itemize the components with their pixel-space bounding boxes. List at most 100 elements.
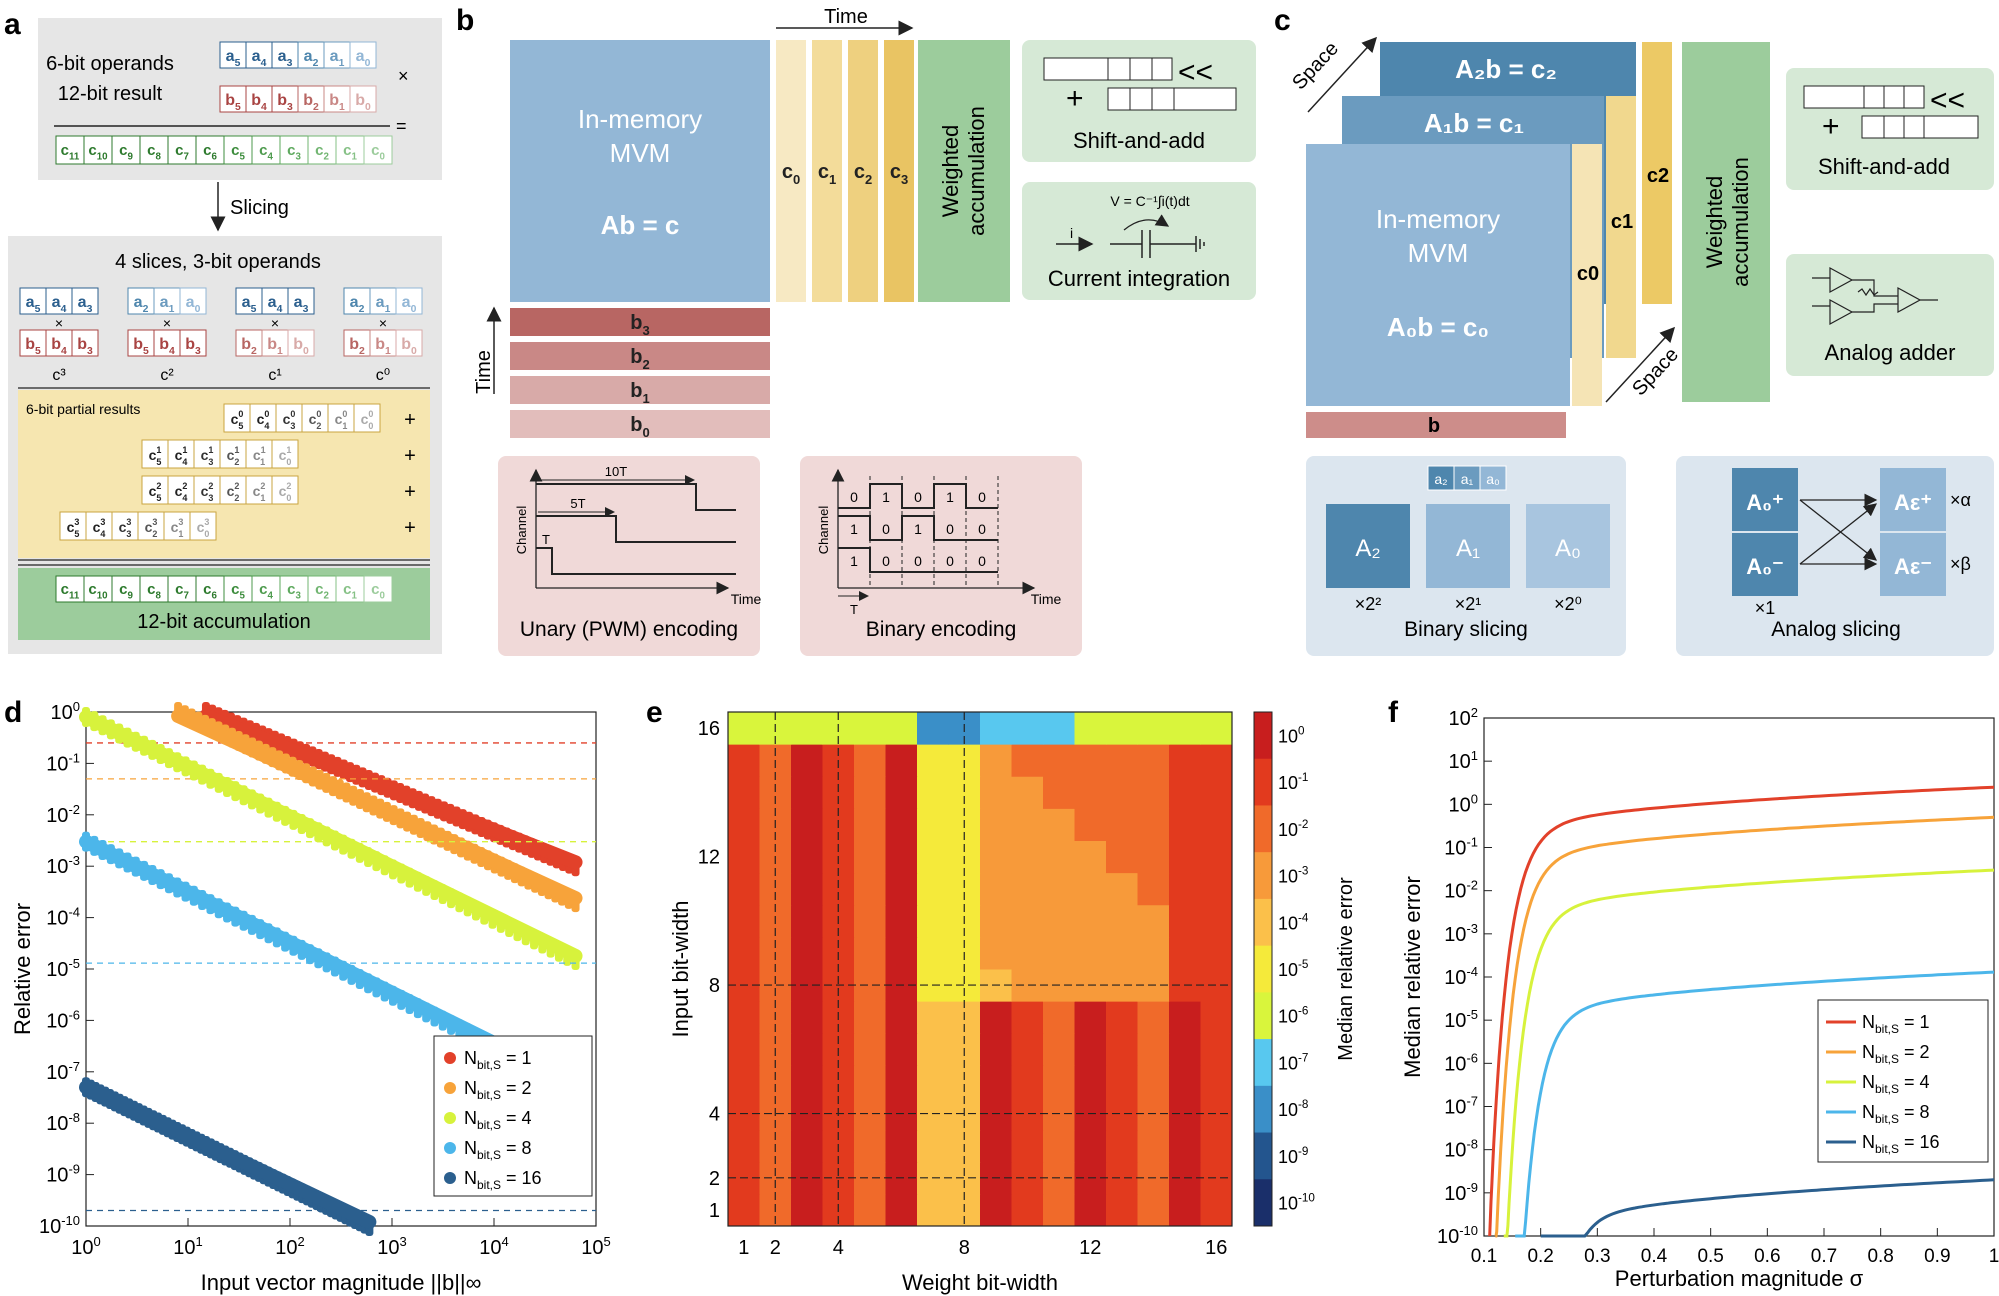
partial-title: 6-bit partial results bbox=[26, 401, 140, 417]
colorbar-segment bbox=[1254, 758, 1272, 806]
heatmap-cell bbox=[1169, 808, 1201, 841]
unary-trace-2 bbox=[536, 515, 736, 543]
y-tick-d: 10-4 bbox=[46, 905, 80, 930]
heatmap-cell bbox=[1011, 1193, 1044, 1227]
heatmap-cell bbox=[1011, 776, 1044, 809]
heatmap-cell bbox=[1106, 840, 1138, 874]
heatmap-cell bbox=[885, 1001, 918, 1034]
a-bit-label: a3 bbox=[278, 48, 293, 69]
heatmap-cell bbox=[917, 1129, 949, 1163]
heatmap-cell bbox=[1074, 776, 1107, 809]
c0-column bbox=[1572, 144, 1602, 406]
c-column-label: c1 bbox=[818, 161, 836, 187]
c-bit-cell bbox=[363, 135, 393, 165]
partial-cell bbox=[353, 403, 381, 433]
binary-slice-mult: ×2¹ bbox=[1455, 594, 1482, 614]
heatmap-cell bbox=[1106, 712, 1138, 745]
partial-cell bbox=[59, 511, 87, 541]
binary-bit: 0 bbox=[946, 521, 954, 537]
a-bit-label: a1 bbox=[330, 48, 345, 69]
c-b-row bbox=[1306, 412, 1566, 438]
heatmap-cell bbox=[980, 712, 1012, 745]
current-eq: V = C⁻¹∫i(t)dt bbox=[1110, 193, 1189, 209]
c-bit-label: c5 bbox=[231, 142, 245, 163]
unary-trace-3 bbox=[536, 547, 736, 575]
scatter-band bbox=[198, 709, 583, 870]
partial-cell bbox=[249, 403, 277, 433]
heatmap-cell bbox=[1074, 1129, 1107, 1163]
c2-column bbox=[1642, 42, 1672, 304]
heatmap-cell bbox=[1043, 904, 1075, 938]
a0-minus: A₀⁻ bbox=[1746, 554, 1783, 579]
y-tick-f: 10-1 bbox=[1444, 835, 1478, 860]
c-bit-label: c4 bbox=[259, 142, 273, 163]
legend-marker-d bbox=[444, 1172, 456, 1184]
heatmap-cell bbox=[1011, 904, 1044, 938]
heatmap-cell bbox=[791, 808, 823, 841]
heatmap-cell bbox=[1106, 904, 1138, 938]
heatmap-cell bbox=[854, 808, 886, 841]
heatmap-cell bbox=[854, 1001, 886, 1034]
unary-5t: 5T bbox=[570, 496, 585, 511]
heatmap-cell bbox=[980, 840, 1012, 874]
heatmap-cell bbox=[1137, 872, 1170, 906]
current-int-label: Current integration bbox=[1048, 266, 1230, 291]
heatmap-cell bbox=[1074, 904, 1107, 938]
c2-label: c2 bbox=[1647, 165, 1669, 187]
heatmap-cell bbox=[1074, 808, 1107, 841]
colorbar-tick: 10-6 bbox=[1278, 1005, 1308, 1027]
y-tick-f: 10-4 bbox=[1444, 964, 1478, 989]
plus-symbol: + bbox=[1066, 82, 1084, 115]
heatmap-cell bbox=[1074, 936, 1107, 970]
y-label-f: Median relative error bbox=[1400, 876, 1425, 1078]
c-a-bit-label: a₀ bbox=[1486, 471, 1500, 487]
heatmap-cell bbox=[1137, 904, 1170, 938]
slice-b-label: b4 bbox=[159, 336, 175, 357]
c-bit-cell bbox=[223, 135, 253, 165]
slice-a-cell bbox=[395, 287, 423, 315]
x-tick-e: 4 bbox=[833, 1237, 844, 1259]
heatmap-cell bbox=[917, 776, 949, 809]
equals-sign: = bbox=[396, 116, 407, 136]
series-line bbox=[1494, 815, 1995, 1238]
series-line bbox=[1540, 1178, 1995, 1238]
slice-a-label: a5 bbox=[242, 294, 257, 315]
layer-1-eq: A₁b = c₁ bbox=[1424, 108, 1524, 138]
y-tick-e: 2 bbox=[709, 1168, 720, 1190]
accum-bit-label: c8 bbox=[147, 581, 161, 602]
heatmap-cell bbox=[759, 1065, 792, 1098]
x-tick-e: 16 bbox=[1205, 1237, 1227, 1259]
partial-plus: + bbox=[404, 409, 416, 431]
heatmap-cell bbox=[1137, 840, 1170, 874]
y-tick-f: 10-3 bbox=[1444, 921, 1478, 946]
binary-bit: 1 bbox=[914, 521, 922, 537]
accum-bit-label: c3 bbox=[287, 581, 301, 602]
heatmap-cell bbox=[1200, 1001, 1233, 1034]
heatmap-cell bbox=[728, 872, 760, 906]
slice-a-label: a2 bbox=[350, 294, 365, 315]
slice-b-cell bbox=[45, 329, 73, 357]
legend-marker-d bbox=[444, 1082, 456, 1094]
heatmap-cell bbox=[1169, 776, 1201, 809]
partial-plus: + bbox=[404, 481, 416, 503]
colorbar-tick: 10-9 bbox=[1278, 1145, 1308, 1167]
accum-bit-label: c5 bbox=[231, 581, 245, 602]
heatmap-cell bbox=[1011, 936, 1044, 970]
x-tick-d: 105 bbox=[581, 1234, 610, 1259]
slice-b-label: b3 bbox=[77, 336, 93, 357]
heatmap-cell bbox=[1200, 936, 1233, 970]
heatmap-cell bbox=[885, 904, 918, 938]
heatmap-cell bbox=[1200, 712, 1233, 745]
curved-arrow-icon bbox=[1123, 214, 1170, 231]
x-tick-f: 0.4 bbox=[1641, 1246, 1668, 1267]
heatmap-cell bbox=[980, 1129, 1012, 1163]
accum-bit-label: c4 bbox=[259, 581, 273, 602]
binary-bit: 1 bbox=[850, 521, 858, 537]
panel-c: Space A₂b = c₂ A₁b = c₁ In-memory MVM A₀… bbox=[1288, 36, 1994, 656]
